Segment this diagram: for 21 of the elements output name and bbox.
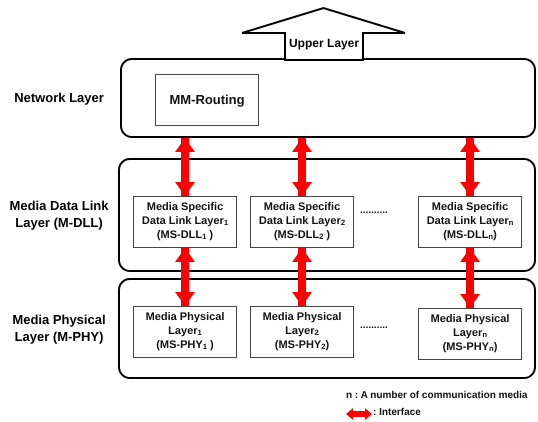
module-box: Media Specific Data Link Layer$_{n}$ (MS-DLL$_{n}$) — [418, 196, 522, 248]
layer-label: Upper Layer — [288, 36, 360, 50]
module-box: Media Specific Data Link Layer$_{1}$ (MS-DLL$_{1}$ ) — [133, 196, 237, 248]
module-box: Media Specific Data Link Layer$_{2}$ (MS-DLL$_{2}$ ) — [250, 196, 354, 248]
double-arrow — [460, 138, 480, 196]
layer-heading: Network Layer — [13, 88, 105, 107]
double-arrow — [175, 248, 195, 306]
layer-heading: Media Data Link Layer (M-DLL) — [8, 197, 110, 232]
legend-text: : Interface — [373, 407, 421, 418]
layer-heading: Media Physical Layer (M-PHY) — [11, 310, 107, 346]
double-arrow — [292, 138, 312, 196]
module-box: Media Physical Layer$_{1}$ (MS-PHY$_{1}$ ) — [133, 306, 237, 358]
double-arrow — [292, 248, 312, 306]
module-box: Media Physical Layer$_{n}$ (MS-PHY$_{n}$) — [418, 308, 522, 360]
ellipsis: .......... — [360, 320, 388, 331]
double-arrow — [460, 248, 480, 308]
module-box: Media Physical Layer$_{2}$ (MS-PHY$_{2}$) — [250, 306, 354, 358]
ellipsis: .......... — [360, 205, 388, 216]
module-box: MM-Routing — [155, 74, 259, 126]
double-arrow — [175, 138, 195, 196]
note: n : A number of communication media — [346, 390, 528, 401]
